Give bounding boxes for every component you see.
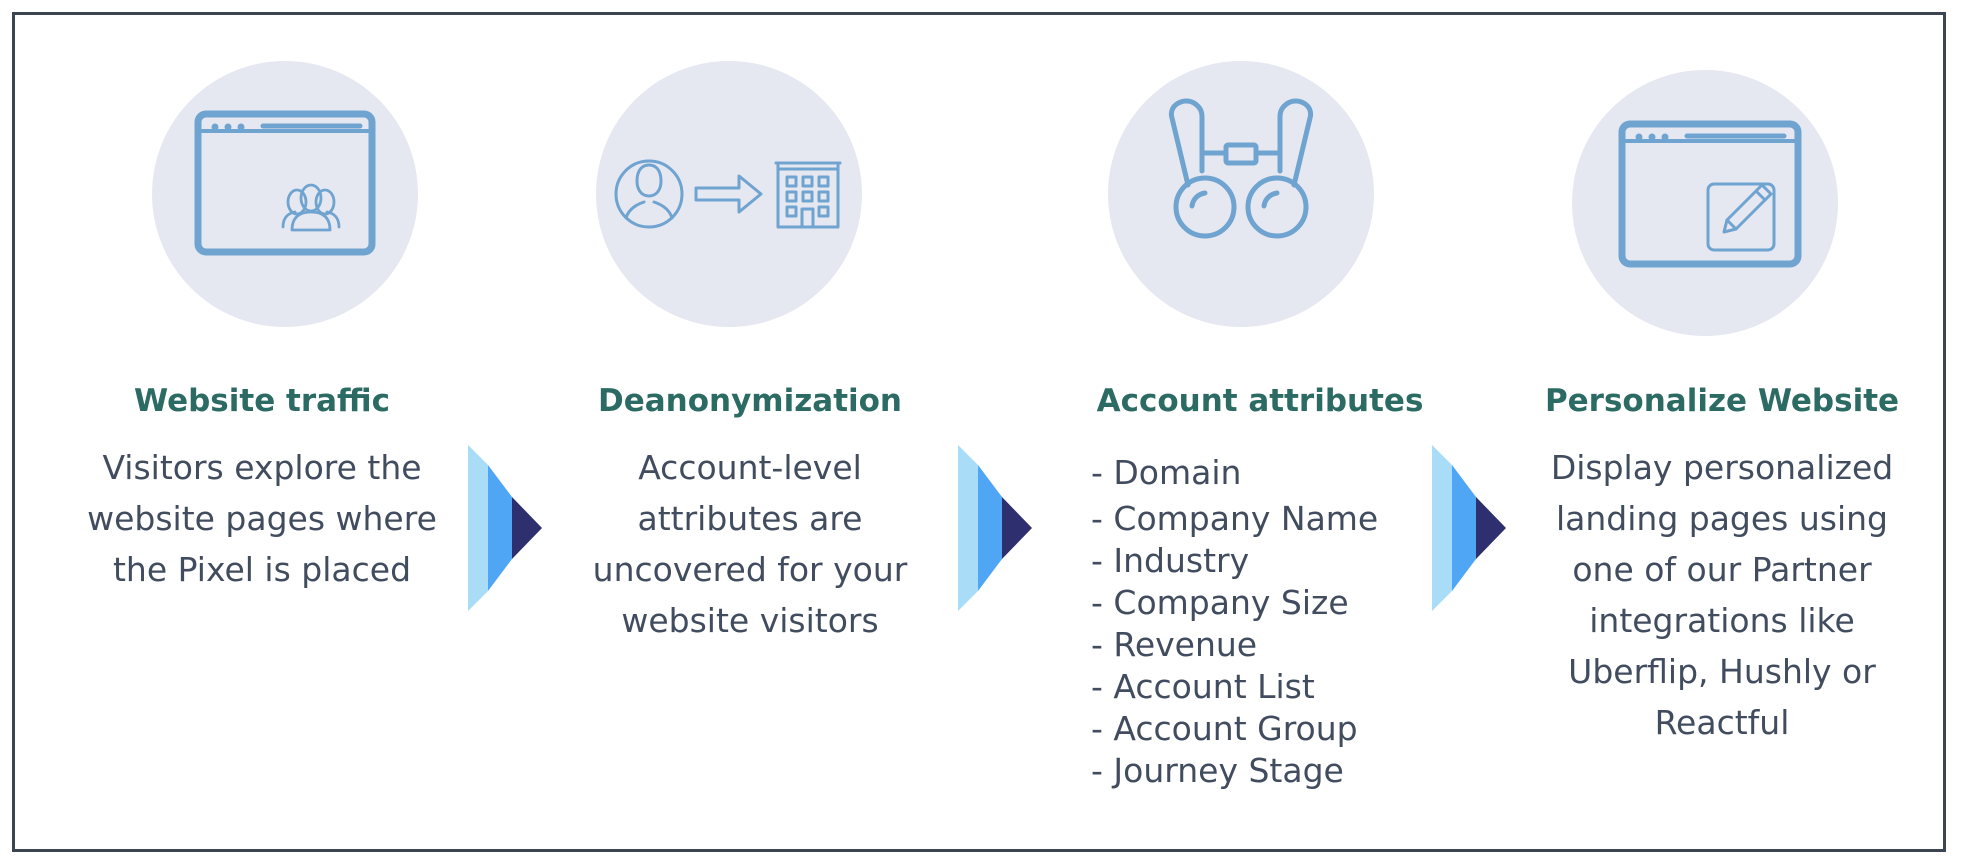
account-attributes-list: - Domain - Company Name - Industry - Com… [1091, 452, 1378, 792]
step-description-personalize-website: Display personalized landing pages using… [1550, 448, 1894, 742]
icon-circle-account-attributes [1108, 61, 1374, 327]
attribute-item: - Domain [1091, 453, 1242, 492]
flow-arrow-2 [958, 445, 1038, 611]
flow-arrow-3 [1432, 445, 1512, 611]
chevron-right-icon [1432, 445, 1506, 611]
step-title-deanonymization: Deanonymization [597, 383, 903, 419]
step-description-website-traffic: Visitors explore the website pages where… [87, 448, 437, 589]
attribute-item: - Company Size [1091, 583, 1349, 622]
step-title-website-traffic: Website traffic [134, 383, 390, 419]
attribute-item: - Company Name [1091, 499, 1379, 538]
attribute-item: - Journey Stage [1091, 751, 1344, 790]
binoculars-icon [1168, 98, 1314, 239]
attribute-item: - Account List [1091, 667, 1315, 706]
attribute-item: - Account Group [1091, 709, 1358, 748]
icon-circle-personalize-website [1572, 70, 1838, 336]
person-to-building-icon [614, 159, 842, 229]
attribute-item: - Industry [1091, 541, 1250, 580]
attribute-item: - Revenue [1091, 625, 1258, 664]
icon-circle-deanonymization [596, 61, 862, 327]
flow-arrow-1 [468, 445, 548, 611]
icon-circle-website-traffic [152, 61, 418, 327]
step-description-deanonymization: Account-level attributes are uncovered f… [592, 448, 908, 640]
step-title-personalize-website: Personalize Website [1544, 383, 1900, 419]
chevron-right-icon [468, 445, 542, 611]
browser-edit-icon [1618, 120, 1802, 268]
browser-users-icon [194, 110, 376, 256]
chevron-right-icon [958, 445, 1032, 611]
step-title-account-attributes: Account attributes [1096, 383, 1424, 419]
